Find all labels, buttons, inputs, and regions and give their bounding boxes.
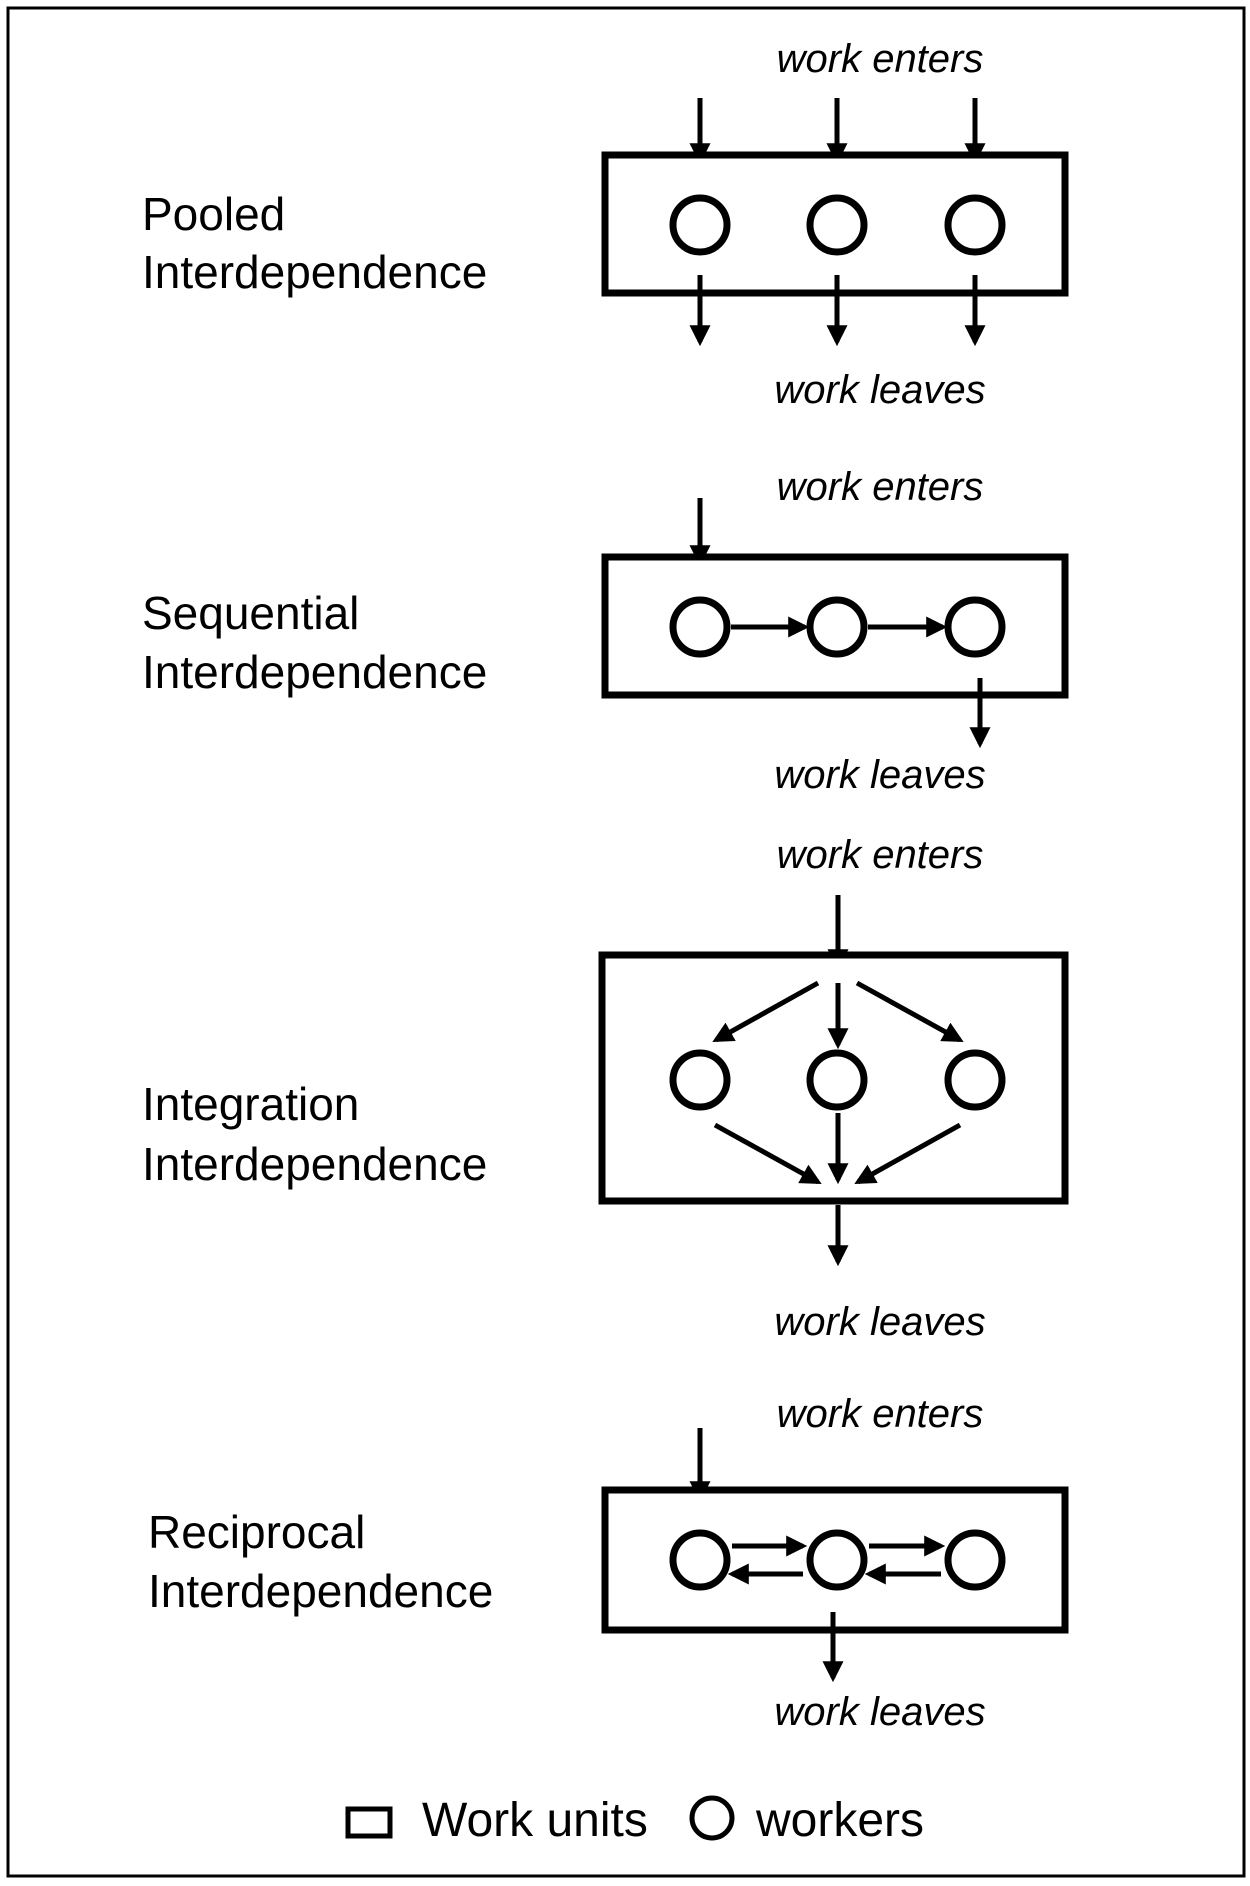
sequential-work-enters: work enters <box>777 465 984 509</box>
integration-merge-arrow-right <box>854 1122 962 1185</box>
pooled-worker-1 <box>669 194 731 256</box>
reciprocal-work-enters: work enters <box>777 1392 984 1436</box>
reciprocal-worker-1 <box>669 1529 731 1591</box>
outer-frame <box>6 6 1246 1878</box>
reciprocal-title-line1: Reciprocal <box>148 1506 365 1558</box>
sequential-worker-3 <box>944 596 1006 658</box>
sequential-worker-1 <box>669 596 731 658</box>
pooled-worker-2 <box>806 194 868 256</box>
pooled-panel: Pooled Interdependence work enters work … <box>142 37 1069 412</box>
integration-split-arrow-right <box>855 980 964 1043</box>
worker-legend-icon <box>689 1795 735 1841</box>
reciprocal-panel: Reciprocal Interdependence work enters w… <box>148 1392 1069 1734</box>
integration-worker-1 <box>669 1049 731 1111</box>
pooled-title-line1: Pooled <box>142 188 285 240</box>
integration-merge-arrow-left <box>713 1122 822 1185</box>
sequential-work-leaves: work leaves <box>774 753 985 797</box>
pooled-worker-3 <box>944 194 1006 256</box>
integration-panel: Integration Interdependence work enters … <box>142 833 1069 1344</box>
reciprocal-worker-3 <box>944 1529 1006 1591</box>
sequential-worker-2 <box>806 596 868 658</box>
pooled-work-enters: work enters <box>777 37 984 81</box>
integration-title-line1: Integration <box>142 1078 359 1130</box>
sequential-title-line2: Interdependence <box>142 646 487 698</box>
sequential-title-line1: Sequential <box>142 587 359 639</box>
pooled-work-leaves: work leaves <box>774 368 985 412</box>
reciprocal-work-leaves: work leaves <box>774 1690 985 1734</box>
workers-legend-label: workers <box>755 1794 924 1847</box>
integration-split-arrow-left <box>712 980 820 1043</box>
reciprocal-title-line2: Interdependence <box>148 1565 493 1617</box>
sequential-panel: Sequential Interdependence work enters w… <box>142 465 1069 797</box>
integration-work-enters: work enters <box>777 833 984 877</box>
integration-title-line2: Interdependence <box>142 1138 487 1190</box>
pooled-title-line2: Interdependence <box>142 246 487 298</box>
integration-worker-2 <box>806 1049 868 1111</box>
reciprocal-worker-2 <box>806 1529 868 1591</box>
integration-work-leaves: work leaves <box>774 1300 985 1344</box>
work-units-legend-label: Work units <box>422 1794 648 1847</box>
integration-worker-3 <box>944 1049 1006 1111</box>
legend: Work units workers <box>345 1794 924 1847</box>
work-unit-legend-icon <box>345 1806 393 1839</box>
